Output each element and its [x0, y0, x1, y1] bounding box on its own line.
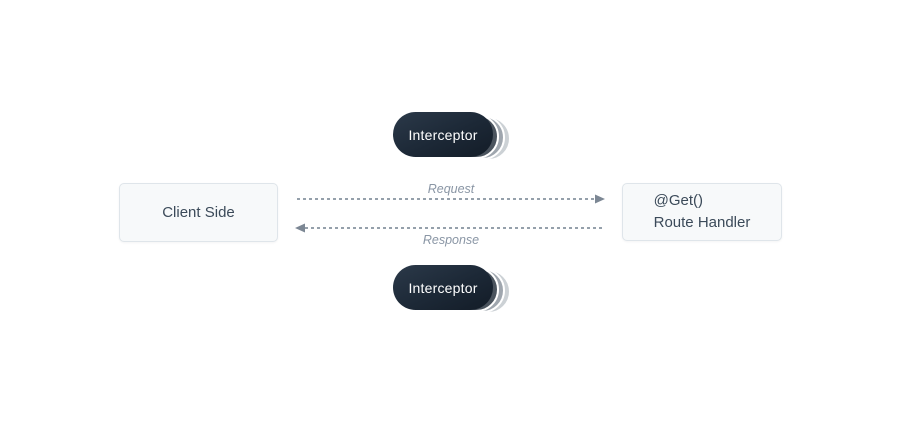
- route-handler-decorator: @Get(): [653, 192, 704, 209]
- route-handler-text: @Get() Route Handler: [654, 190, 751, 234]
- route-handler-label: Route Handler: [653, 214, 751, 231]
- response-arrow: [295, 223, 603, 233]
- interceptor-top-stack: Interceptor: [393, 112, 511, 162]
- client-side-label: Client Side: [162, 204, 235, 221]
- client-side-node: Client Side: [119, 183, 278, 242]
- request-arrow: [297, 194, 605, 204]
- response-label: Response: [422, 233, 480, 247]
- interceptor-bottom-stack: Interceptor: [393, 265, 511, 315]
- interceptor-bottom-pill: Interceptor: [393, 265, 493, 310]
- request-label: Request: [427, 182, 475, 196]
- interceptor-top-pill: Interceptor: [393, 112, 493, 157]
- route-handler-node: @Get() Route Handler: [622, 183, 782, 241]
